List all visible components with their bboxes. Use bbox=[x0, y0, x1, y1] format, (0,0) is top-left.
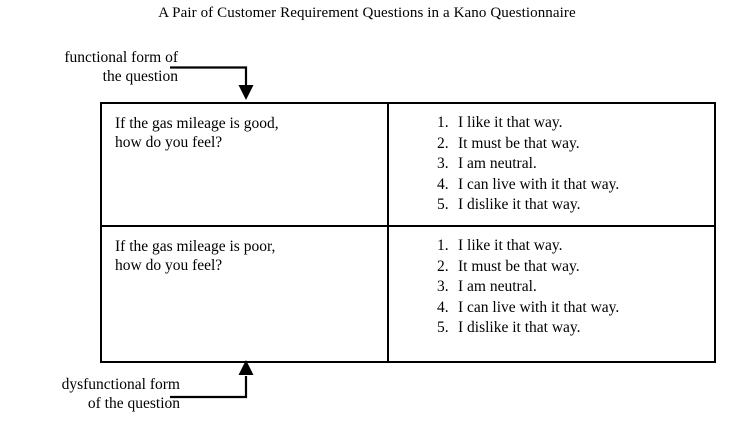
answer-number: 4. bbox=[437, 175, 449, 193]
answer-number: 5. bbox=[437, 196, 449, 214]
answer-option[interactable]: 1. I like it that way. bbox=[437, 113, 714, 134]
arrow-up-icon bbox=[170, 360, 254, 399]
answer-option[interactable]: 1. I like it that way. bbox=[437, 236, 714, 257]
answer-text: I can live with it that way. bbox=[458, 175, 620, 193]
answer-option[interactable]: 2. It must be that way. bbox=[437, 257, 714, 278]
answer-number: 1. bbox=[437, 114, 449, 131]
answer-text: It must be that way. bbox=[458, 257, 580, 275]
question-cell-dysfunctional: If the gas mileage is poor, how do you f… bbox=[102, 227, 389, 361]
answer-option[interactable]: 4. I can live with it that way. bbox=[437, 175, 714, 196]
answer-text: I like it that way. bbox=[458, 114, 563, 131]
answer-text: I can live with it that way. bbox=[458, 298, 620, 316]
callout-dysfunctional-line2: of the question bbox=[87, 395, 180, 412]
answer-option[interactable]: 3. I am neutral. bbox=[437, 154, 714, 175]
table-row: If the gas mileage is poor, how do you f… bbox=[102, 227, 714, 361]
answer-options-list: 1. I like it that way. 2. It must be that … bbox=[389, 236, 714, 339]
answer-option[interactable]: 4. I can live with it that way. bbox=[437, 298, 714, 319]
callout-functional-line2: the question bbox=[102, 68, 178, 85]
callout-dysfunctional-form: dysfunctional form of the question bbox=[4, 375, 180, 413]
answer-text: I like it that way. bbox=[458, 237, 563, 254]
answer-number: 5. bbox=[437, 319, 449, 337]
question-line-2: how do you feel? bbox=[115, 257, 223, 274]
answer-number: 4. bbox=[437, 298, 449, 316]
answer-option[interactable]: 5. I dislike it that way. bbox=[437, 318, 714, 339]
answer-number: 1. bbox=[437, 237, 449, 254]
answer-option[interactable]: 5. I dislike it that way. bbox=[437, 195, 714, 216]
question-line-1: If the gas mileage is good, bbox=[115, 115, 279, 132]
answer-cell-dysfunctional: 1. I like it that way. 2. It must be that … bbox=[389, 227, 714, 361]
answer-text: I am neutral. bbox=[458, 278, 537, 296]
answer-number: 3. bbox=[437, 155, 449, 173]
arrow-down-icon bbox=[170, 66, 254, 100]
question-line-2: how do you feel? bbox=[115, 134, 223, 151]
question-cell-functional: If the gas mileage is good, how do you f… bbox=[102, 104, 389, 225]
kano-questionnaire-table: If the gas mileage is good, how do you f… bbox=[100, 102, 716, 363]
answer-number: 3. bbox=[437, 278, 449, 296]
callout-dysfunctional-line1: dysfunctional form bbox=[61, 376, 180, 393]
answer-cell-functional: 1. I like it that way. 2. It must be that … bbox=[389, 104, 714, 225]
answer-text: I dislike it that way. bbox=[458, 319, 581, 337]
table-row: If the gas mileage is good, how do you f… bbox=[102, 104, 714, 227]
answer-number: 2. bbox=[437, 257, 449, 275]
answer-number: 2. bbox=[437, 134, 449, 152]
answer-text: I dislike it that way. bbox=[458, 196, 581, 214]
answer-text: I am neutral. bbox=[458, 155, 537, 173]
answer-option[interactable]: 2. It must be that way. bbox=[437, 134, 714, 155]
callout-functional-line1: functional form of bbox=[64, 49, 178, 66]
answer-options-list: 1. I like it that way. 2. It must be that … bbox=[389, 113, 714, 216]
answer-option[interactable]: 3. I am neutral. bbox=[437, 277, 714, 298]
figure-title: A Pair of Customer Requirement Questions… bbox=[158, 5, 576, 21]
question-line-1: If the gas mileage is poor, bbox=[115, 238, 276, 255]
answer-text: It must be that way. bbox=[458, 134, 580, 152]
callout-functional-form: functional form of the question bbox=[6, 48, 178, 86]
